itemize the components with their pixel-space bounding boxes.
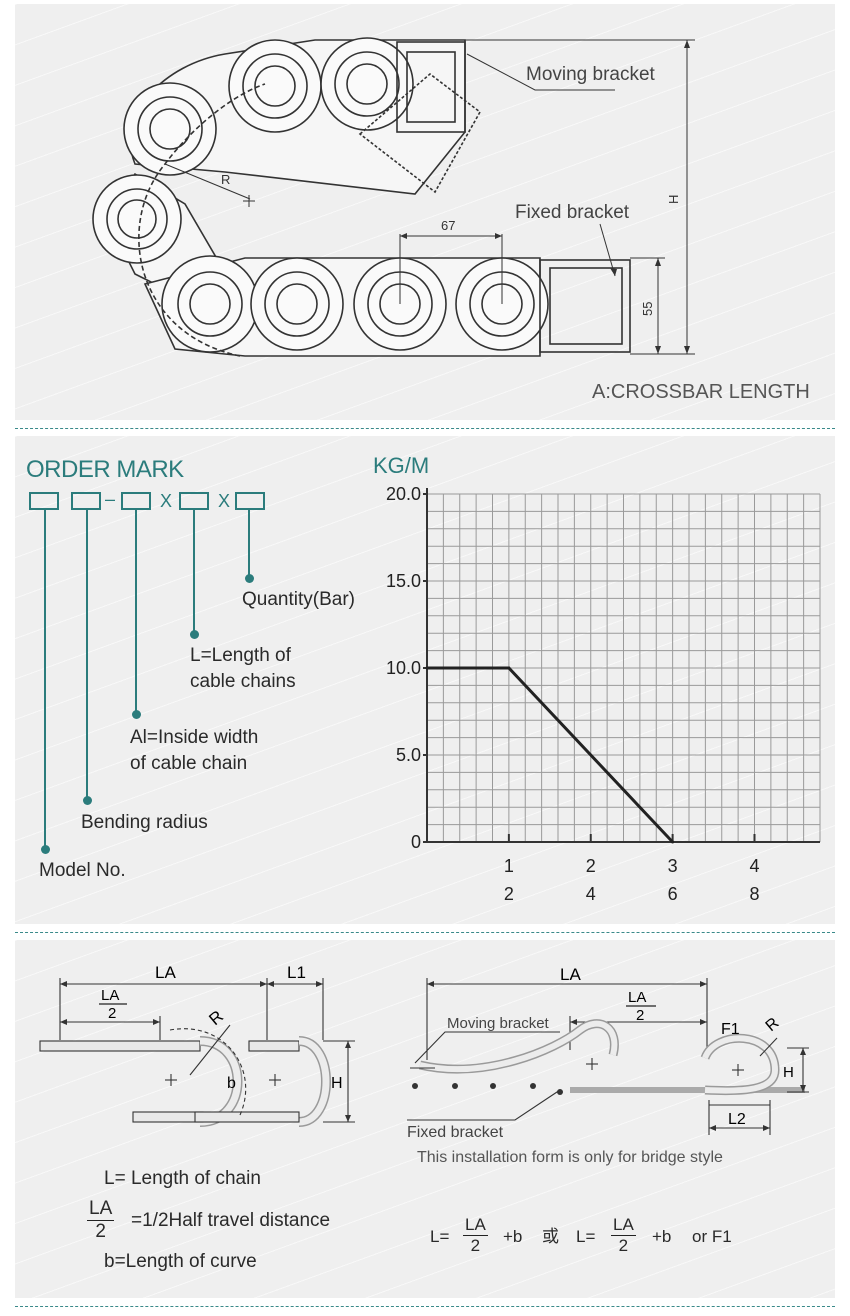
left-half-den: 2 <box>108 1005 116 1022</box>
y-tick-label: 0 <box>411 832 421 852</box>
order-box-radius <box>71 492 101 510</box>
radius-dot <box>83 796 92 805</box>
formula-frac-2: LA 2 <box>611 1215 636 1255</box>
x-tick-label-top: 3 <box>668 856 678 876</box>
left-l1-label: L1 <box>287 963 306 982</box>
order-dash: – <box>105 489 116 509</box>
x-tick-label-top: 1 <box>504 856 514 876</box>
width-label: Al=Inside width of cable chain <box>130 727 259 774</box>
order-x-1: X <box>160 491 173 511</box>
width-dot <box>132 710 141 719</box>
x-tick-label-bottom: 6 <box>668 884 678 904</box>
order-box-length <box>179 492 209 510</box>
drag-chain-drawing: Moving bracket Fixed bracket 67 H 55 R A… <box>92 37 810 403</box>
installation-drawings: LA L1 LA 2 R b H LA LA 2 Moving bracket … <box>39 963 809 1166</box>
pitch-dimension: 67 <box>441 218 455 233</box>
right-r-label: R <box>763 1015 783 1035</box>
order-box-width <box>121 492 151 510</box>
right-f1-label: F1 <box>721 1021 740 1038</box>
legend-half: =1/2Half travel distance <box>131 1210 331 1231</box>
order-mark-title: ORDER MARK <box>26 456 184 483</box>
left-la-label: LA <box>155 963 176 982</box>
legend-curve: b=Length of curve <box>104 1251 257 1272</box>
formula-b1: +b <box>503 1227 523 1246</box>
moving-bracket-label: Moving bracket <box>526 64 656 85</box>
x-tick-label-bottom: 2 <box>504 884 514 904</box>
chart-series <box>425 666 675 844</box>
series-point <box>507 666 511 670</box>
order-box-model <box>29 492 59 510</box>
height-dimension-H: H <box>666 195 681 204</box>
formula-l2: L= <box>576 1227 596 1246</box>
crossbar-caption: A:CROSSBAR LENGTH <box>592 381 810 403</box>
formula-l1: L= <box>430 1227 450 1246</box>
formula-or-cn: 或 <box>542 1227 559 1246</box>
right-l2-label: L2 <box>728 1111 746 1128</box>
order-box-quantity <box>235 492 265 510</box>
chart-ticks: 20.0 15.0 10.0 5.0 0 1 2 2 4 3 6 4 8 <box>386 484 760 904</box>
legend-length: L= Length of chain <box>104 1168 261 1189</box>
right-half-den: 2 <box>636 1007 644 1024</box>
right-half-num: LA <box>628 989 646 1006</box>
quantity-dot <box>245 574 254 583</box>
legend-fraction: LA 2 <box>87 1198 115 1242</box>
x-tick-label-bottom: 4 <box>586 884 596 904</box>
order-x-2: X <box>218 491 231 511</box>
x-tick-label-bottom: 8 <box>749 884 759 904</box>
left-h-label: H <box>331 1075 343 1092</box>
left-b-label: b <box>227 1075 236 1092</box>
y-tick-label: 20.0 <box>386 484 421 504</box>
formula-b2: +b <box>652 1227 672 1246</box>
left-r-label: R <box>205 1007 227 1029</box>
series-point <box>425 666 429 670</box>
chain-drawing-panel: Moving bracket Fixed bracket 67 H 55 R A… <box>15 4 835 420</box>
y-tick-label: 15.0 <box>386 571 421 591</box>
radius-text: Bending radius <box>81 812 208 833</box>
separator <box>15 1306 835 1307</box>
y-tick-label: 10.0 <box>386 658 421 678</box>
model-dot <box>41 845 50 854</box>
right-moving-bracket: Moving bracket <box>447 1015 550 1032</box>
load-chart: 20.0 15.0 10.0 5.0 0 1 2 2 4 3 6 4 8 KG/M <box>373 453 821 904</box>
installation-panel: LA L1 LA 2 R b H LA LA 2 Moving bracket … <box>15 940 835 1298</box>
length-dot <box>190 630 199 639</box>
x-tick-label-top: 4 <box>749 856 759 876</box>
separator <box>15 428 835 429</box>
model-label: Model No. <box>39 860 126 881</box>
chart-title: KG/M <box>373 453 429 478</box>
right-h-label: H <box>783 1064 794 1081</box>
separator <box>15 932 835 933</box>
right-fixed-bracket: Fixed bracket <box>407 1124 504 1141</box>
order-mark-panel: ORDER MARK – X X Quantity(Bar) L=Length … <box>15 436 835 924</box>
formula-or: or F1 <box>692 1227 732 1246</box>
x-tick-label-top: 2 <box>586 856 596 876</box>
length-label: L=Length of cable chains <box>190 645 296 692</box>
height-dimension-55: 55 <box>640 302 655 316</box>
radius-label: R <box>221 172 230 187</box>
fixed-bracket-label: Fixed bracket <box>515 202 630 223</box>
left-half-num: LA <box>101 987 119 1004</box>
series-point <box>671 840 675 844</box>
y-tick-label: 5.0 <box>396 745 421 765</box>
quantity-label: Quantity(Bar) <box>242 589 355 610</box>
bridge-style-note: This installation form is only for bridg… <box>417 1149 723 1166</box>
formula-frac-1: LA 2 <box>463 1215 488 1255</box>
right-la-label: LA <box>560 965 581 984</box>
